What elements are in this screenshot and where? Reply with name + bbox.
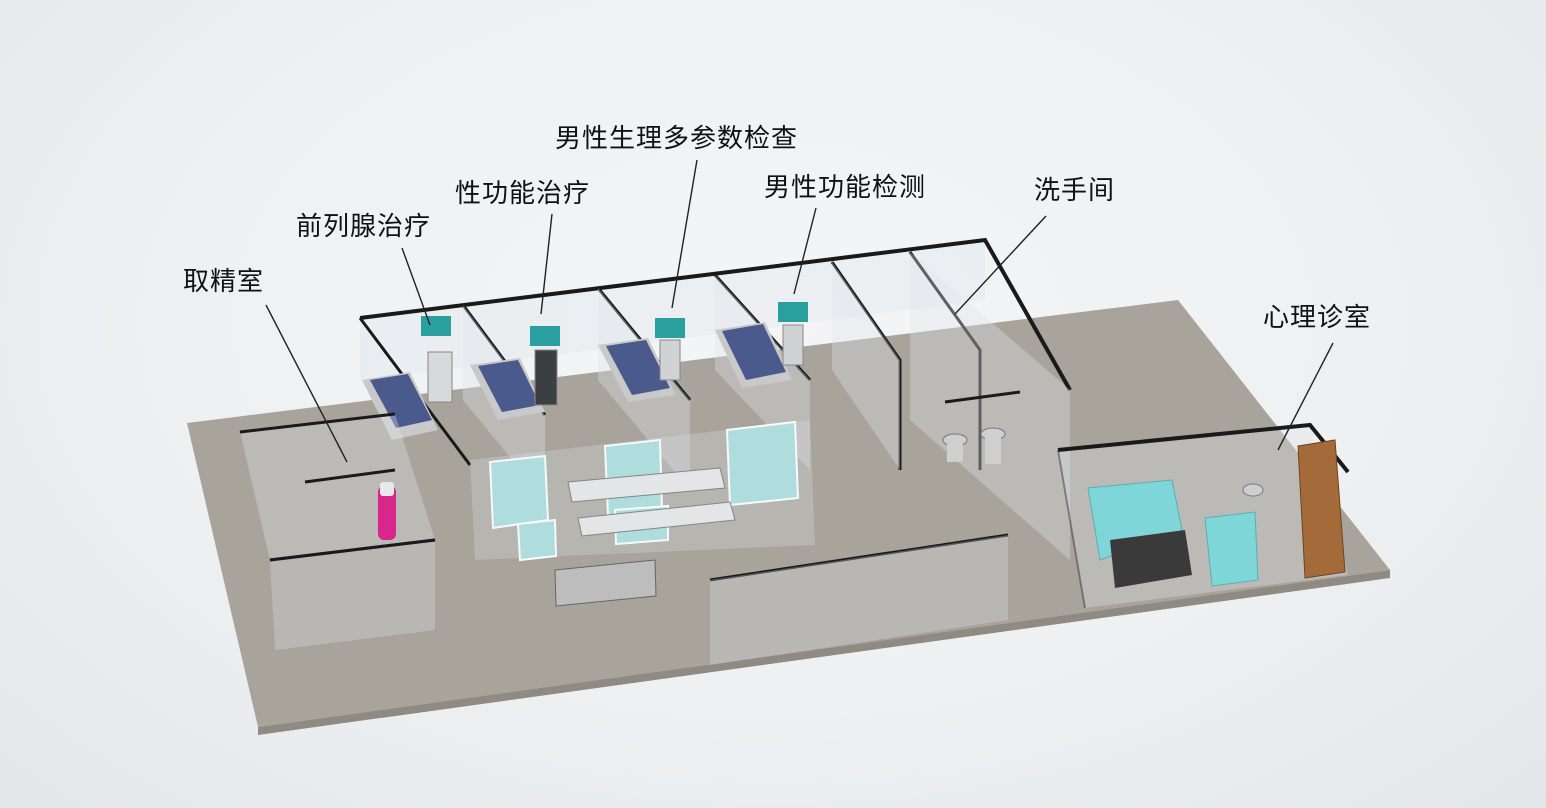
medical-devices [421,302,808,406]
leader-male-physiology-exam [671,159,698,309]
armchair [1204,511,1259,587]
guide-robot [378,486,396,540]
bookshelf [1297,439,1346,579]
leader-lines [265,159,1334,463]
device-physiology [659,339,681,381]
label-prostate-therapy: 前列腺治疗 [296,212,432,242]
floor-edge [258,570,1390,735]
label-semen-room: 取精室 [183,267,265,297]
treatment-beds [362,322,792,440]
leader-psychology-room [1277,342,1334,451]
device-prostate [427,351,453,403]
floor-slab [187,300,1390,727]
psychology-room [1057,422,1350,609]
bed-4 [715,322,792,388]
waiting-area [470,420,1009,665]
label-psychology-room: 心理诊室 [1263,303,1372,333]
bed-3 [598,338,676,402]
coffee-table [1110,530,1192,588]
label-washroom: 洗手间 [1034,176,1116,206]
leader-male-function-test [793,207,817,295]
label-male-physiology-exam: 男性生理多参数检查 [555,124,799,154]
front-glass [269,538,436,650]
label-male-function-test: 男性功能检测 [764,173,927,203]
device-sexual-function [534,349,558,406]
bed-1 [362,372,438,440]
back-top-frame [359,237,1072,391]
leader-prostate-therapy [401,247,431,326]
bed-2 [470,358,545,420]
leader-washroom [954,215,1047,315]
washroom-fixtures [942,390,1021,464]
back-glass-wall [360,240,985,380]
poster-4 [516,518,558,562]
bench [554,559,657,607]
leader-sexual-function-therapy [540,213,553,315]
desk-1 [567,467,726,503]
device-function-test [782,324,804,366]
label-sexual-function-therapy: 性功能治疗 [455,179,591,209]
desk-2 [577,501,736,537]
leader-semen-room [265,304,348,463]
poster-3 [725,420,800,507]
